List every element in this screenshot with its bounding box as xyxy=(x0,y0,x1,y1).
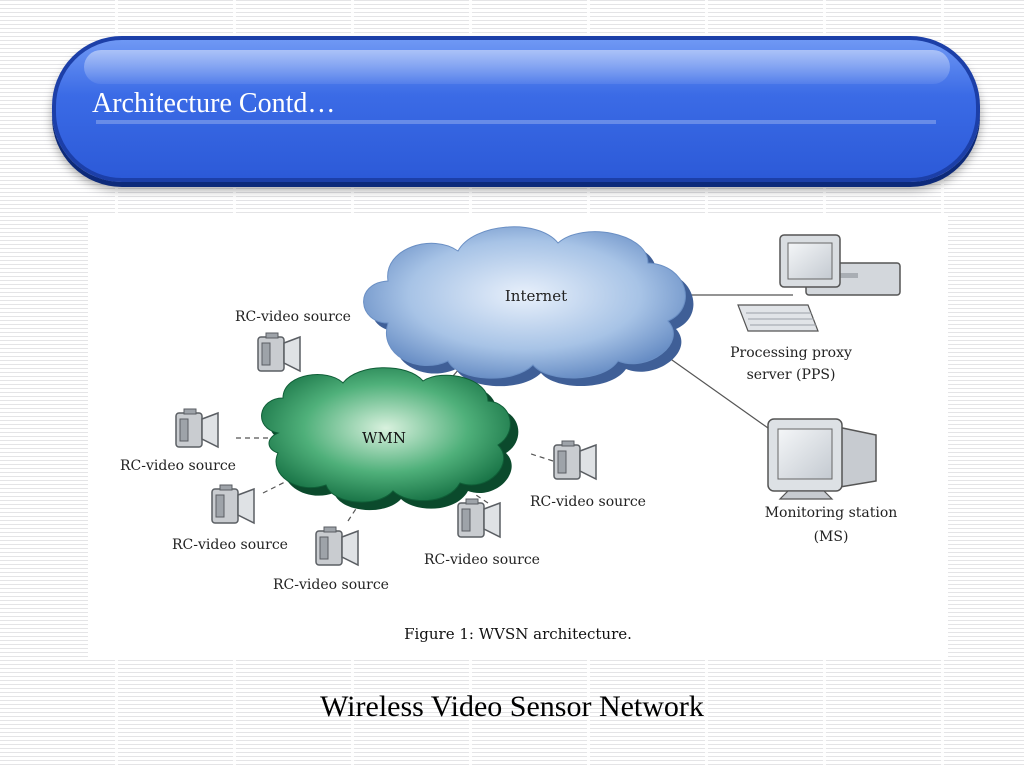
title-bar-gloss xyxy=(84,50,950,84)
camera-icon xyxy=(458,499,500,537)
wmn-cloud: WMN xyxy=(262,368,519,510)
slide-caption: Wireless Video Sensor Network xyxy=(0,690,1024,724)
camera-icon xyxy=(258,333,300,371)
camera-icon xyxy=(554,441,596,479)
link-source6-wmn xyxy=(528,453,553,461)
title-bar: Architecture Contd… xyxy=(52,36,980,182)
pps-label-line1: Processing proxy xyxy=(730,345,852,361)
pps-label-line2: server (PPS) xyxy=(747,367,836,383)
title-bar-band xyxy=(96,120,936,124)
ms-monitor-icon xyxy=(768,419,876,499)
source-label-2: RC-video source xyxy=(120,458,236,474)
camera-icon xyxy=(316,527,358,565)
wvsn-architecture-diagram: Internet WMN Processing proxy server (PP… xyxy=(88,213,948,657)
internet-cloud: Internet xyxy=(364,227,694,386)
source-label-1: RC-video source xyxy=(235,309,351,325)
slide-title: Architecture Contd… xyxy=(92,88,335,120)
ms-label-line2: (MS) xyxy=(814,529,849,545)
source-label-3: RC-video source xyxy=(172,537,288,553)
wmn-label: WMN xyxy=(362,429,406,447)
camera-icon xyxy=(176,409,218,447)
internet-label: Internet xyxy=(505,287,567,305)
figure-label: Figure 1: WVSN architecture. xyxy=(404,625,632,643)
pps-computer-icon xyxy=(738,235,900,331)
camera-icon xyxy=(212,485,254,523)
source-label-4: RC-video source xyxy=(273,577,389,593)
source-label-6: RC-video source xyxy=(530,494,646,510)
source-label-5: RC-video source xyxy=(424,552,540,568)
ms-label-line1: Monitoring station xyxy=(765,505,898,521)
figure-panel: Internet WMN Processing proxy server (PP… xyxy=(88,213,948,657)
